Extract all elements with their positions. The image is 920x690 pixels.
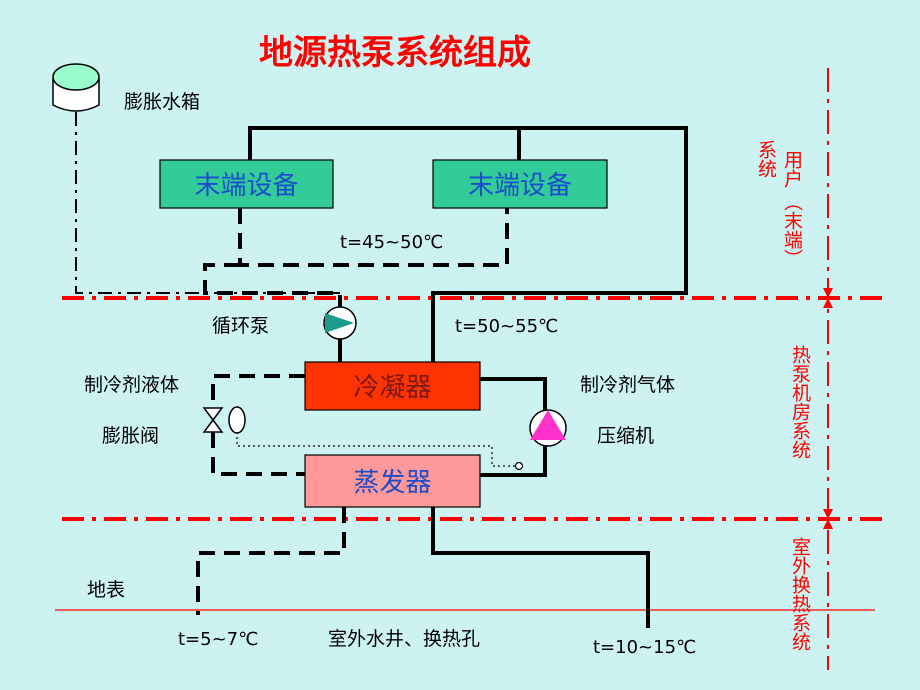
- zone-label-user-1: 用户: [781, 150, 803, 188]
- refrigerant-pipes: [480, 377, 547, 477]
- temp-condenser-out: t=50~55℃: [455, 316, 558, 337]
- compressor: [529, 409, 567, 447]
- zone-label-user-3: （末端）: [781, 192, 803, 268]
- expansion-valve: [202, 406, 246, 434]
- refrigerant-gas-label: 制冷剂气体: [580, 374, 675, 396]
- svg-text:蒸发器: 蒸发器: [353, 468, 431, 498]
- svg-text:末端设备: 末端设备: [194, 171, 298, 201]
- zone-label-user-2: 系统: [755, 140, 777, 178]
- evaporator: 蒸发器: [304, 454, 481, 508]
- temp-terminal: t=45~50℃: [340, 232, 443, 253]
- refrigerant-liquid-label: 制冷剂液体: [84, 374, 179, 396]
- outdoor-well-label: 室外水井、换热孔: [328, 628, 480, 650]
- terminal-unit-left: 末端设备: [159, 159, 334, 209]
- valve-bulb-icon: [228, 406, 246, 434]
- svg-text:末端设备: 末端设备: [468, 171, 572, 201]
- ground-return-pipe: [196, 507, 346, 615]
- capillary-line: [236, 432, 515, 467]
- terminal-unit-right: 末端设备: [432, 159, 608, 209]
- tank-top: [52, 63, 100, 91]
- ground-surface-label: 地表: [87, 579, 125, 601]
- supply-pipes: [248, 126, 688, 362]
- zone-label-machine-room: 热泵机房系统: [789, 345, 811, 459]
- page-title: 地源热泵系统组成: [259, 33, 531, 73]
- temp-ground-out: t=10~15℃: [593, 637, 696, 658]
- svg-text:冷凝器: 冷凝器: [353, 373, 431, 403]
- compressor-label: 压缩机: [597, 425, 654, 447]
- pump-label: 循环泵: [212, 315, 269, 337]
- refrigerant-liquid-pipes: [211, 374, 305, 476]
- zone-axis: [823, 68, 833, 670]
- compressor-icon: [530, 410, 566, 440]
- tank-label: 膨胀水箱: [124, 91, 200, 113]
- condenser: 冷凝器: [304, 361, 481, 411]
- temp-ground-in: t=5~7℃: [178, 629, 258, 650]
- pump-icon: [325, 313, 354, 333]
- expansion-tank: [52, 63, 100, 112]
- zone-label-outdoor: 室外换热系统: [789, 537, 811, 651]
- zone-dividers: [62, 296, 885, 521]
- expansion-valve-label: 膨胀阀: [102, 425, 159, 447]
- return-pipes: [203, 208, 509, 308]
- circulation-pump: [323, 306, 357, 362]
- ground-supply-pipe: [431, 507, 650, 628]
- sensing-bulb: [514, 461, 524, 471]
